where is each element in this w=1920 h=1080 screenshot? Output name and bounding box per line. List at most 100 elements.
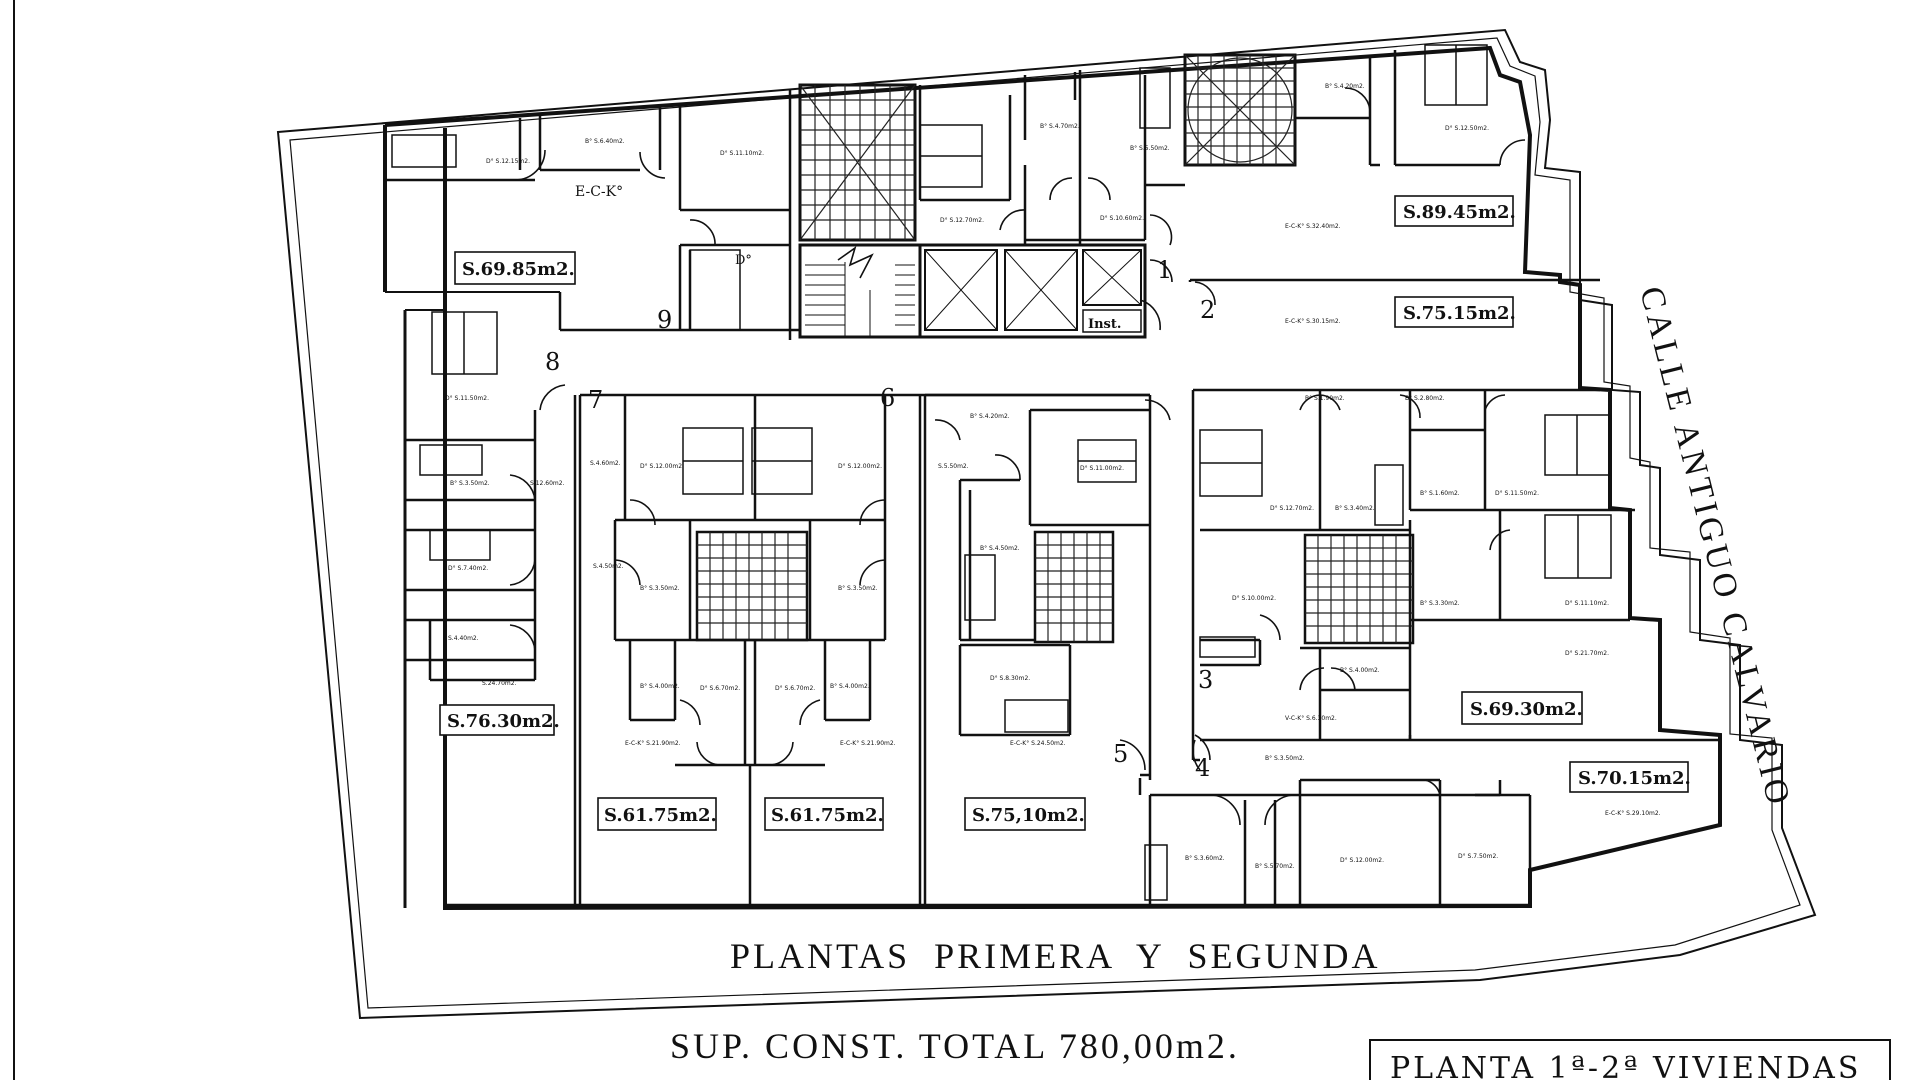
svg-text:B° S.3.30m2.: B° S.3.30m2. — [1420, 600, 1460, 607]
svg-text:S.4.60m2.: S.4.60m2. — [590, 460, 621, 467]
stairwell — [798, 243, 922, 339]
svg-text:B° S.6.40m2.: B° S.6.40m2. — [585, 138, 625, 145]
unit-area-3: S.75.15m2. — [1403, 303, 1516, 324]
svg-text:E-C-K° S.24.50m2.: E-C-K° S.24.50m2. — [1010, 740, 1066, 747]
svg-text:E-C-K° S.32.40m2.: E-C-K° S.32.40m2. — [1285, 223, 1341, 230]
svg-text:B° S.3.50m2.: B° S.3.50m2. — [640, 585, 680, 592]
unit-area-2: S.89.45m2. — [1403, 202, 1516, 223]
door-number-1: 1 — [1157, 256, 1172, 284]
svg-text:D° S.8.30m2.: D° S.8.30m2. — [990, 675, 1030, 682]
site-outline — [276, 28, 1817, 1020]
svg-text:B° S.2.80m2.: B° S.2.80m2. — [1405, 395, 1445, 402]
svg-text:B° S.4.00m2.: B° S.4.00m2. — [830, 683, 870, 690]
svg-text:D° S.12.70m2.: D° S.12.70m2. — [940, 217, 984, 224]
stair-light-well-top — [798, 83, 917, 242]
svg-text:D° S.6.70m2.: D° S.6.70m2. — [700, 685, 740, 692]
svg-text:B° S.1.60m2.: B° S.1.60m2. — [1420, 490, 1460, 497]
building-outline — [384, 45, 1722, 911]
interior-walls — [385, 50, 1720, 908]
svg-text:D° S.6.70m2.: D° S.6.70m2. — [775, 685, 815, 692]
svg-text:D° S.21.70m2.: D° S.21.70m2. — [1565, 650, 1609, 657]
svg-text:B° S.3.40m2.: B° S.3.40m2. — [1335, 505, 1375, 512]
door-number-2: 2 — [1200, 296, 1215, 324]
svg-text:B° S.5.70m2.: B° S.5.70m2. — [1255, 863, 1295, 870]
plan-title: PLANTAS PRIMERA Y SEGUNDA — [730, 936, 1381, 976]
svg-text:V-C-K° S.6.30m2.: V-C-K° S.6.30m2. — [1285, 715, 1337, 722]
door-swings — [509, 87, 1526, 826]
room-code-eck: E-C-K° — [575, 184, 623, 200]
stair-treads — [805, 246, 915, 337]
light-well-top-right — [1183, 53, 1297, 167]
svg-text:S.24.70m2.: S.24.70m2. — [482, 680, 517, 687]
svg-text:D° S.12.00m2.: D° S.12.00m2. — [640, 463, 684, 470]
patio-center — [1033, 530, 1115, 644]
door-number-8: 8 — [545, 348, 560, 376]
svg-text:B° S.4.70m2.: B° S.4.70m2. — [1040, 123, 1080, 130]
svg-text:B° S.4.20m2.: B° S.4.20m2. — [970, 413, 1010, 420]
svg-text:S.4.50m2.: S.4.50m2. — [593, 563, 624, 570]
room-annotations: D° S.12.15m2. B° S.6.40m2. D° S.11.10m2.… — [445, 83, 1661, 870]
svg-text:D° S.12.00m2.: D° S.12.00m2. — [838, 463, 882, 470]
furniture — [391, 44, 1612, 901]
svg-text:B° S.5.50m2.: B° S.5.50m2. — [1130, 145, 1170, 152]
door-number-3: 3 — [1198, 666, 1213, 694]
svg-text:E-C-K° S.21.90m2.: E-C-K° S.21.90m2. — [840, 740, 896, 747]
unit-area-6: S.61.75m2. — [771, 805, 884, 826]
unit-area-8: S.69.30m2. — [1470, 699, 1583, 720]
unit-area-7: S.75,10m2. — [972, 805, 1085, 826]
title-block-text: PLANTA 1ª-2ª VIVIENDAS — [1390, 1051, 1861, 1080]
inst-label: Inst. — [1088, 317, 1121, 332]
door-number-6: 6 — [880, 384, 895, 412]
svg-text:D° S.11.50m2.: D° S.11.50m2. — [445, 395, 489, 402]
svg-text:B° S.3.50m2.: B° S.3.50m2. — [450, 480, 490, 487]
door-number-4: 4 — [1195, 754, 1210, 782]
svg-text:B° S.4.00m2.: B° S.4.00m2. — [1340, 667, 1380, 674]
svg-text:B° S.3.60m2.: B° S.3.60m2. — [1185, 855, 1225, 862]
svg-text:B° S.3.50m2.: B° S.3.50m2. — [1265, 755, 1305, 762]
patio-right — [1303, 533, 1415, 645]
unit-area-9: S.70.15m2. — [1578, 768, 1691, 789]
unit-area-labels: S.69.85m2. S.89.45m2. S.75.15m2. S.76.30… — [439, 195, 1691, 831]
svg-text:D° S.11.50m2.: D° S.11.50m2. — [1495, 490, 1539, 497]
door-number-7: 7 — [588, 386, 603, 414]
svg-text:D° S.12.70m2.: D° S.12.70m2. — [1270, 505, 1314, 512]
svg-text:D° S.11.10m2.: D° S.11.10m2. — [1565, 600, 1609, 607]
svg-text:B° S.3.50m2.: B° S.3.50m2. — [838, 585, 878, 592]
door-number-5: 5 — [1113, 740, 1128, 768]
svg-text:D° S.10.00m2.: D° S.10.00m2. — [1232, 595, 1276, 602]
svg-text:B° S.4.50m2.: B° S.4.50m2. — [980, 545, 1020, 552]
room-code-d: D° — [735, 253, 752, 268]
svg-text:D° S.12.15m2.: D° S.12.15m2. — [486, 158, 530, 165]
svg-text:E-C-K° S.21.90m2.: E-C-K° S.21.90m2. — [625, 740, 681, 747]
svg-text:B° S.4.20m2.: B° S.4.20m2. — [1325, 83, 1365, 90]
svg-text:D° S.10.60m2.: D° S.10.60m2. — [1100, 215, 1144, 222]
svg-text:B° S.1.90m2.: B° S.1.90m2. — [1305, 395, 1345, 402]
svg-text:D° S.11.10m2.: D° S.11.10m2. — [720, 150, 764, 157]
unit-area-1: S.69.85m2. — [462, 259, 575, 280]
elevator-shafts — [924, 249, 1142, 333]
unit-area-4: S.76.30m2. — [447, 711, 560, 732]
svg-text:D° S.12.00m2.: D° S.12.00m2. — [1340, 857, 1384, 864]
svg-text:D° S.11.00m2.: D° S.11.00m2. — [1080, 465, 1124, 472]
light-well-hatch-2 — [1184, 54, 1296, 166]
title-block — [1369, 1039, 1891, 1080]
unit-area-5: S.61.75m2. — [604, 805, 717, 826]
door-numbers: 1 2 3 4 5 6 7 8 9 — [545, 256, 1215, 782]
svg-text:D° S.7.40m2.: D° S.7.40m2. — [448, 565, 488, 572]
svg-text:E-C-K° S.30.15m2.: E-C-K° S.30.15m2. — [1285, 318, 1341, 325]
svg-text:S.12.60m2.: S.12.60m2. — [530, 480, 565, 487]
door-number-9: 9 — [657, 306, 672, 334]
svg-text:S.4.40m2.: S.4.40m2. — [448, 635, 479, 642]
light-well-hatch-1 — [799, 84, 916, 241]
svg-text:E-C-K° S.29.10m2.: E-C-K° S.29.10m2. — [1605, 810, 1661, 817]
patio-center-left — [695, 530, 809, 642]
svg-text:B° S.4.00m2.: B° S.4.00m2. — [640, 683, 680, 690]
site-inner-outline — [289, 37, 1801, 1009]
svg-text:D° S.7.50m2.: D° S.7.50m2. — [1458, 853, 1498, 860]
total-area: SUP. CONST. TOTAL 780,00m2. — [670, 1026, 1240, 1066]
svg-text:S.5.50m2.: S.5.50m2. — [938, 463, 969, 470]
street-name: CALLE ANTIGUO CALVARIO — [1632, 283, 1797, 812]
svg-text:D° S.12.50m2.: D° S.12.50m2. — [1445, 125, 1489, 132]
